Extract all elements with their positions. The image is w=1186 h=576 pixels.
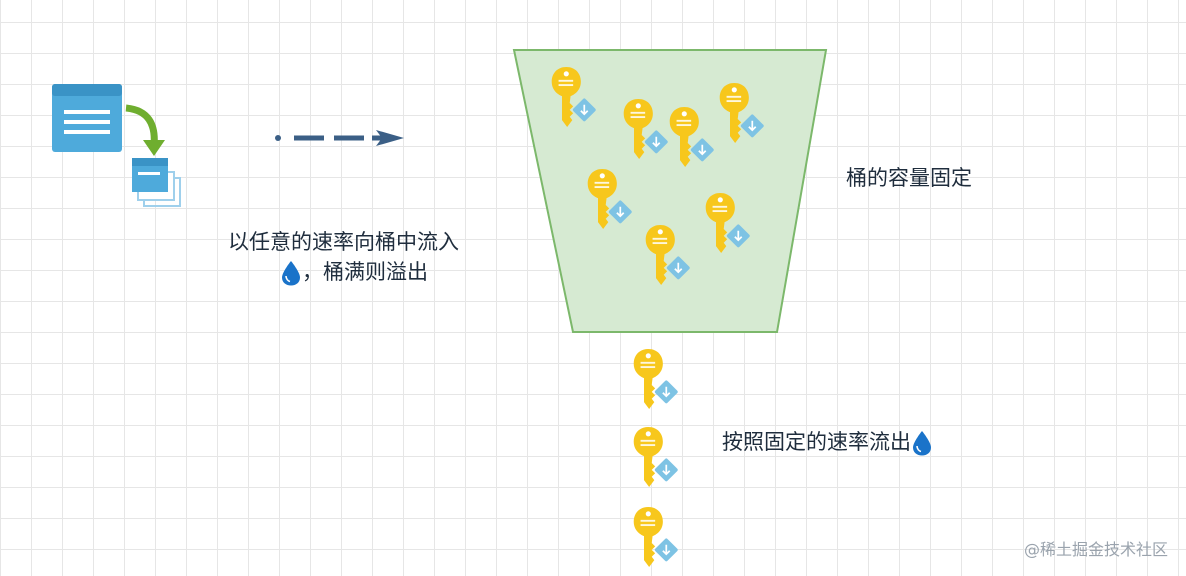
key-token-icon	[632, 348, 680, 410]
inflow-label-line2: ，桶满则溢出	[280, 258, 428, 287]
watermark: @稀土掘金技术社区	[1023, 540, 1168, 559]
key-token-icon	[622, 98, 670, 160]
key-token-icon	[644, 224, 692, 286]
outflow-label: 按照固定的速率流出	[722, 428, 933, 457]
key-token-icon	[718, 82, 766, 144]
key-token-icon	[704, 192, 752, 254]
water-drop-icon	[282, 260, 300, 286]
key-token-icon	[632, 506, 680, 568]
document-copy-icon	[52, 84, 181, 207]
inflow-label: 以任意的速率向桶中流入	[228, 230, 459, 254]
outflow-label-text: 按照固定的速率流出	[722, 430, 911, 454]
key-token-icon	[668, 106, 716, 168]
key-token-icon	[586, 168, 634, 230]
key-token-icon	[632, 426, 680, 488]
capacity-label: 桶的容量固定	[846, 166, 972, 190]
inflow-label-overflow: ，桶满则溢出	[302, 260, 428, 284]
key-token-icon	[550, 66, 598, 128]
dashed-arrow-icon	[275, 130, 404, 146]
water-drop-icon	[913, 430, 931, 456]
